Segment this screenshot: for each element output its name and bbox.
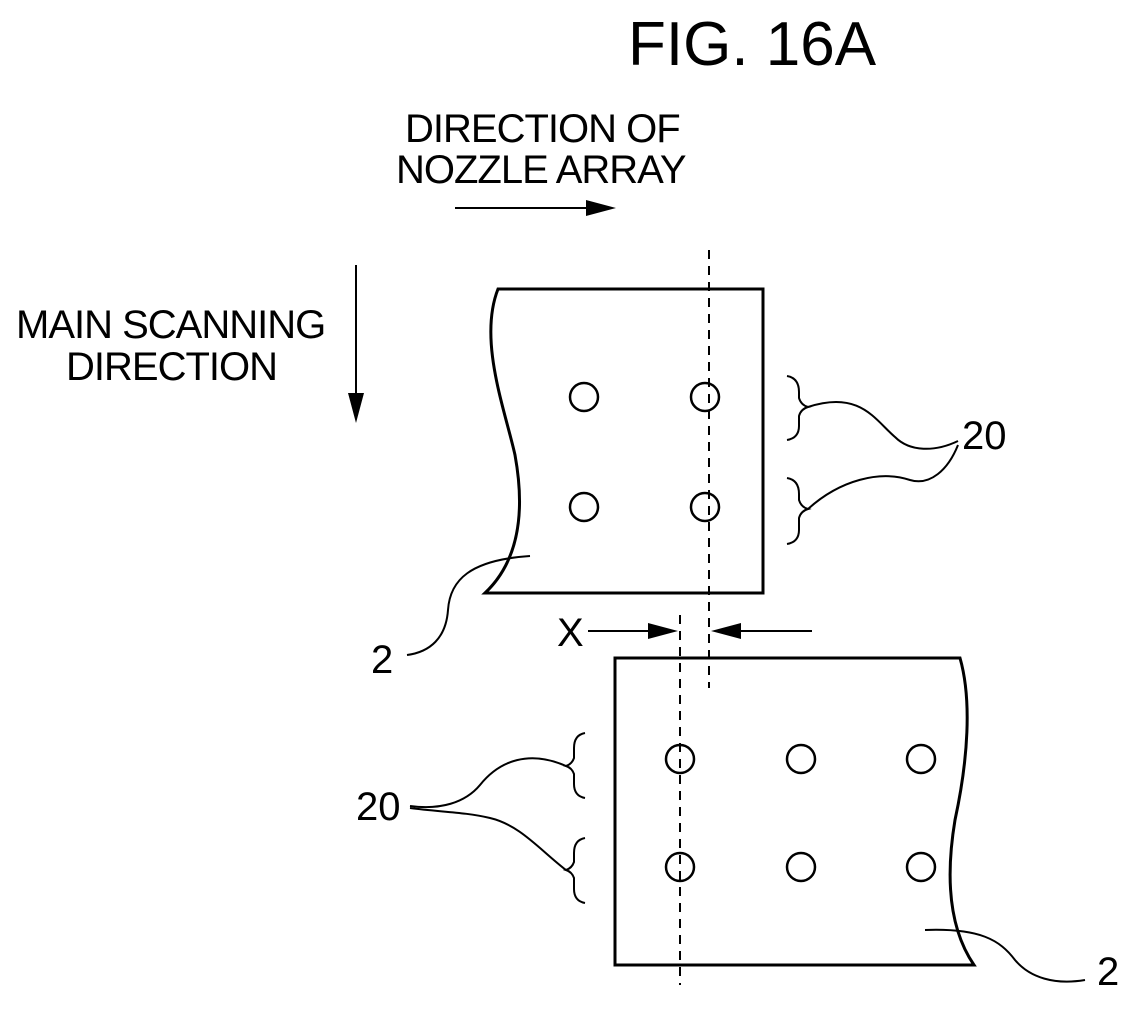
lower-nozzle bbox=[787, 745, 815, 773]
lower-nozzle-group-brackets bbox=[410, 733, 585, 903]
scan-direction-label-line2: DIRECTION bbox=[66, 345, 277, 389]
upper-nozzle bbox=[570, 383, 598, 411]
offset-label: X bbox=[557, 611, 583, 655]
lower-head-ref: 2 bbox=[1097, 950, 1119, 994]
lower-head-leader bbox=[925, 930, 1085, 982]
figure-title: FIG. 16A bbox=[628, 10, 877, 79]
upper-nozzle-group-ref: 20 bbox=[962, 414, 1007, 458]
upper-nozzle-group-brackets bbox=[787, 376, 958, 544]
upper-nozzle bbox=[691, 383, 719, 411]
scan-direction-arrow bbox=[348, 265, 364, 423]
nozzle-direction-arrow bbox=[455, 200, 616, 216]
scan-direction-label-line1: MAIN SCANNING bbox=[16, 303, 325, 347]
nozzle-direction-label-line1: DIRECTION OF bbox=[405, 107, 680, 151]
lower-head bbox=[615, 658, 974, 965]
lower-nozzle bbox=[907, 853, 935, 881]
lower-nozzle bbox=[907, 745, 935, 773]
lower-nozzle-group-ref: 20 bbox=[356, 785, 401, 829]
upper-head-ref: 2 bbox=[371, 638, 393, 682]
upper-head-leader bbox=[407, 556, 530, 655]
upper-head bbox=[485, 289, 763, 593]
upper-nozzle bbox=[691, 493, 719, 521]
upper-nozzle bbox=[570, 493, 598, 521]
offset-dimension-arrows bbox=[588, 623, 812, 639]
nozzle-direction-label-line2: NOZZLE ARRAY bbox=[396, 148, 686, 192]
lower-nozzle bbox=[787, 853, 815, 881]
